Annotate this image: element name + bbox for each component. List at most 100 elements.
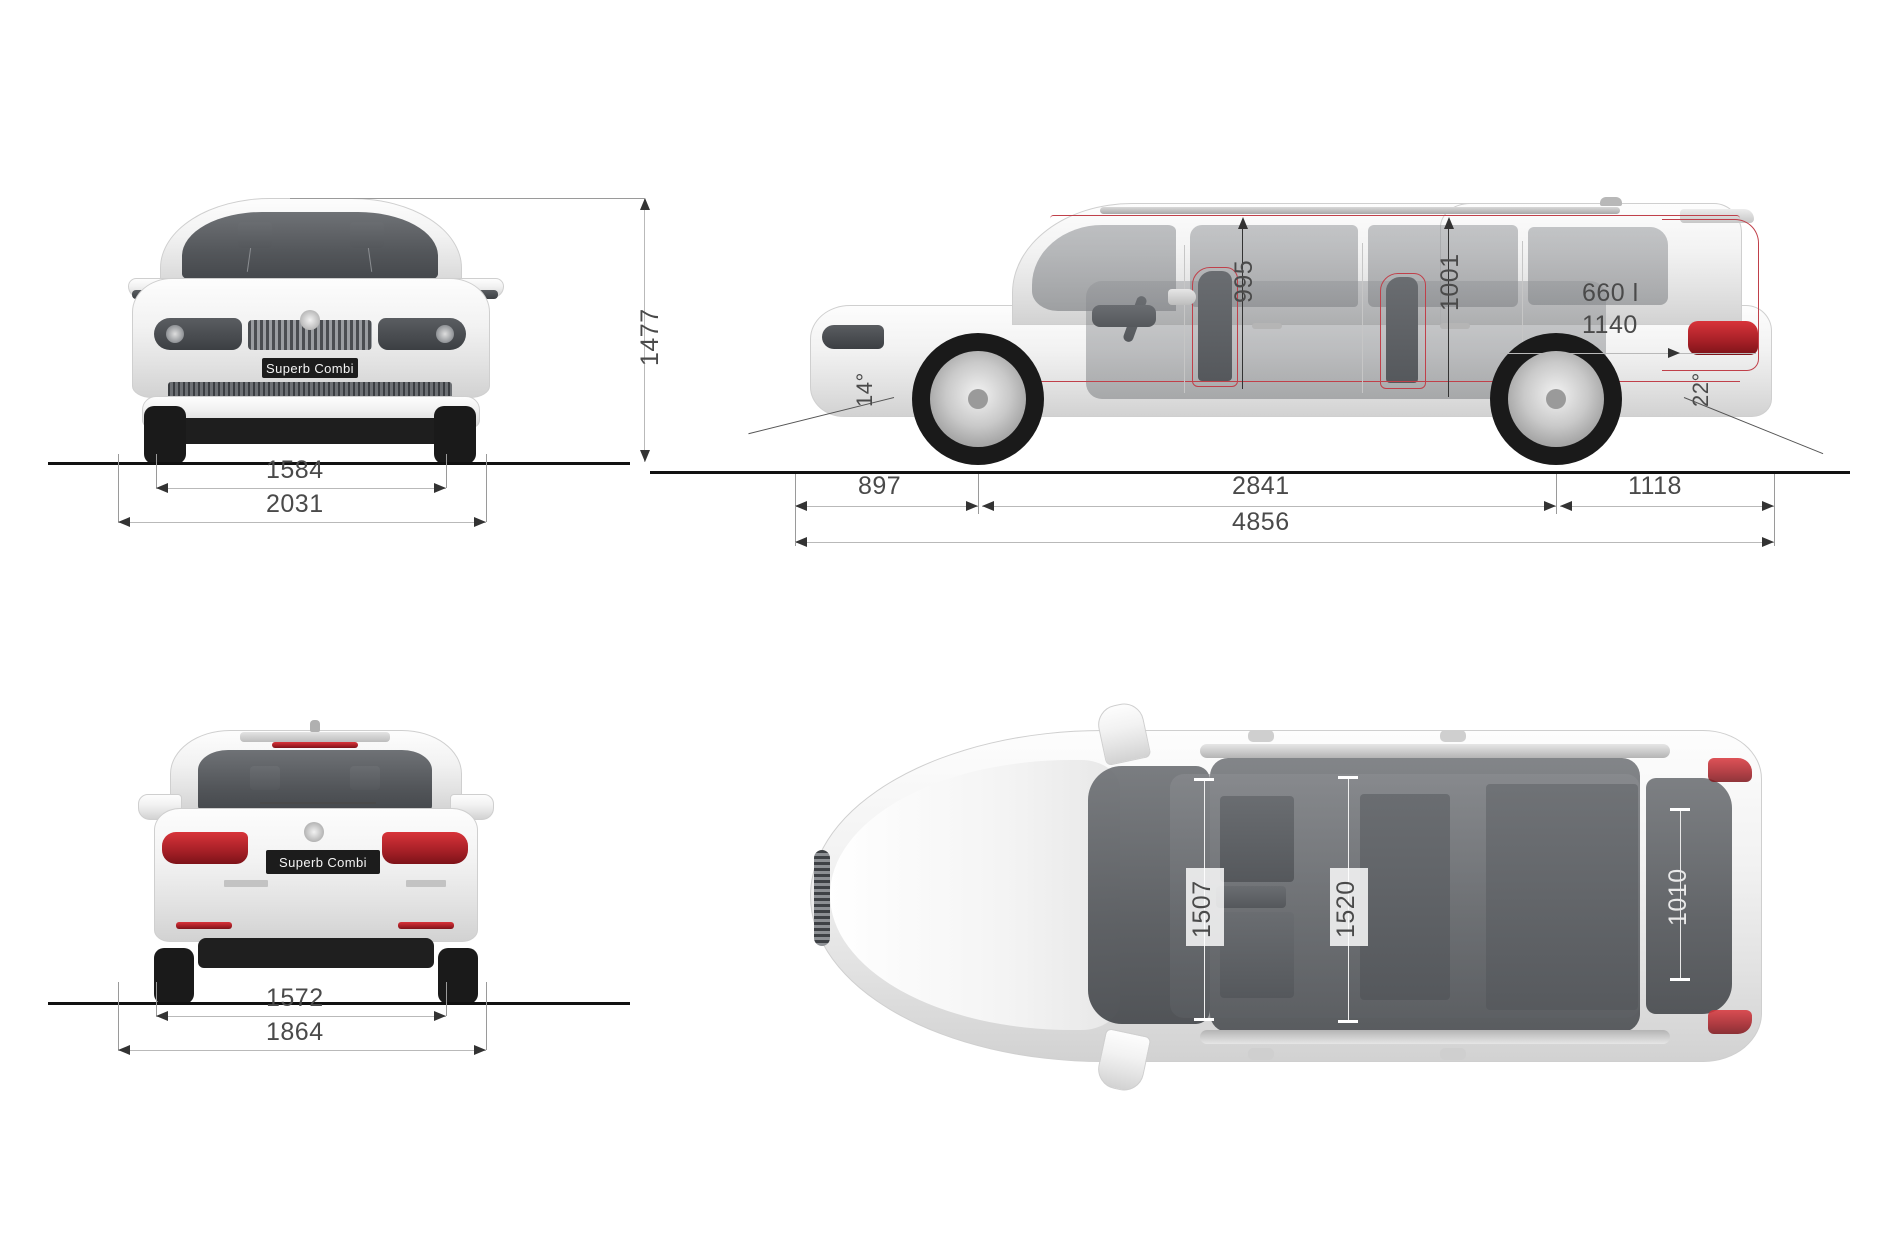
top-roof-rail-right [1200,1030,1670,1044]
ow-ext-r [486,454,487,522]
front-width-label: 2031 [266,490,324,518]
side-front-door-handle [1252,323,1282,329]
shoulder-rear-label: 1520 [1332,880,1360,938]
front-overhang-label: 897 [858,472,902,500]
rear-spoiler [240,732,390,742]
side-front-hub [968,389,988,409]
skoda-badge-front [300,310,320,330]
rear-horizontal-dimensions: 1572 1864 [110,982,650,1076]
wheelbase-label: 2841 [1232,472,1290,500]
rear-track-dim-line [156,1016,446,1017]
rt-ext-l [156,982,157,1016]
rear-high-brake-light [272,742,358,748]
rear-plate-text: Superb Combi [279,854,367,870]
body-width-label: 1864 [266,1018,324,1046]
top-grille-front [814,850,830,946]
rear-track-arrow-right [434,1011,446,1021]
height-dim-line [644,198,645,462]
front-headrest-right [350,222,384,248]
top-taillight-left [1708,758,1752,782]
rear-wiper [260,802,376,804]
shoulder-rear-label-box: 1520 [1330,868,1368,946]
length-arrow-r [1762,537,1774,547]
rear-reflector-left [176,922,232,929]
side-taillight [1688,321,1758,355]
roof-antenna [1600,197,1622,206]
height-arrow-bottom [640,450,650,462]
front-width-dim-line [118,522,486,523]
top-front-seat-left [1220,796,1294,882]
boot-width-tick-top [1670,808,1690,811]
side-ext-1 [978,474,979,514]
body-width-arrow-right [474,1045,486,1055]
shoulder-rear-tick-bottom [1338,1020,1358,1023]
body-width-dim-line [118,1050,486,1051]
wheelbase-dim-line [982,506,1556,507]
rear-view: Superb Combi [48,710,630,1010]
bw-ext-r [486,982,487,1050]
front-track-dim-line [156,488,446,489]
rear-plate: Superb Combi [266,850,380,874]
wheelbase-arrow-r [1544,501,1556,511]
front-windscreen [182,212,438,280]
front-view: Superb Combi [48,170,630,480]
front-plate: Superb Combi [262,358,358,378]
rear-headroom-dim-line [1448,219,1449,397]
ft-ext-l [156,454,157,488]
top-centre-console [1216,886,1286,908]
top-front-seat-right [1220,912,1294,998]
front-overhang-arrow-l [795,501,807,511]
side-view: 660 l 1140 995 1001 14° 22° [650,185,1850,485]
interior-outline-sill [1040,381,1740,384]
roof-rail [1100,207,1620,214]
top-view: 1507 1520 1010 [800,699,1800,1100]
ow-ext-l [118,454,119,522]
side-rear-hub [1546,389,1566,409]
headlight-left-projector [166,325,184,343]
boot-width-dim-line [1680,810,1681,980]
taillight-right [382,832,468,864]
boot-length-arrow [1668,348,1680,358]
front-track-arrow-right [434,483,446,493]
top-rear-hatch-glass [1646,778,1732,1014]
rear-ground-line [48,1002,630,1005]
interior-outline-rear-hatch [1662,219,1759,371]
side-door-line-c [1522,241,1523,381]
rear-track-label: 1572 [266,984,324,1012]
side-rear-seat [1386,277,1418,383]
height-arrow-top [640,198,650,210]
front-headroom-dim-line [1242,219,1243,389]
rear-overhang-arrow-l [1560,501,1572,511]
front-overhang-dim-line [795,506,978,507]
rear-overhang-label: 1118 [1628,472,1682,500]
front-ground-line [48,462,630,465]
interior-outline-rear-seat [1380,273,1426,389]
bw-ext-l [118,982,119,1050]
front-track-arrow-left [156,483,168,493]
rear-wheel-left [154,948,194,1004]
front-wheel-left [144,406,186,464]
wheelbase-arrow-l [982,501,994,511]
front-width-arrow-left [118,517,130,527]
interior-outline-upper [1050,215,1740,222]
boot-length-dim-line [1500,353,1756,354]
front-width-arrow-right [474,517,486,527]
departure-angle-label: 22° [1688,372,1713,407]
skoda-badge-rear [304,822,324,842]
ft-ext-r [446,454,447,488]
front-air-dam [162,418,458,444]
side-door-line-a [1184,245,1185,393]
boot-volume-label: 660 l [1582,279,1639,307]
rear-overhang-dim-line [1560,506,1774,507]
approach-angle-label: 14° [852,372,877,407]
side-dashboard [1092,305,1156,327]
superb-wordmark-rear [406,880,446,887]
rear-overhang-arrow-r [1762,501,1774,511]
rear-wheel-right [438,948,478,1004]
skoda-wordmark-rear [224,880,268,887]
front-overhang-arrow-r [966,501,978,511]
side-ground-line [650,471,1850,474]
rear-track-arrow-left [156,1011,168,1021]
height-ext-line-top [290,198,644,199]
